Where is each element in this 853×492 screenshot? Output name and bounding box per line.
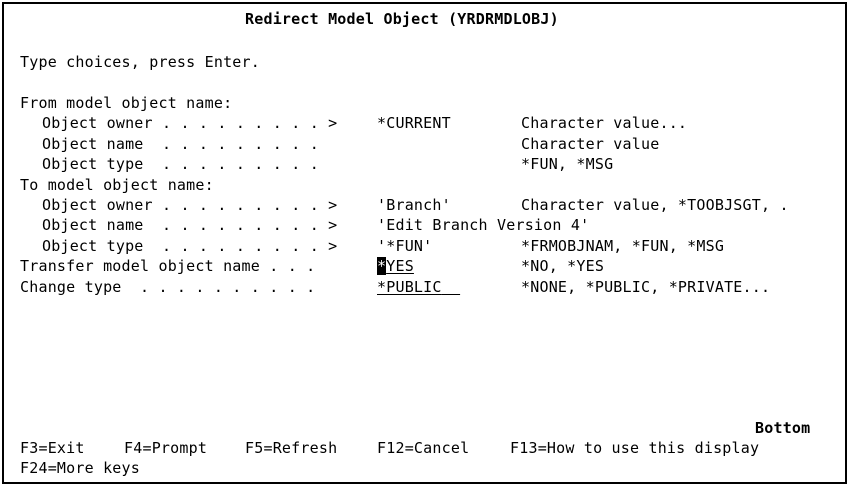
text-cursor: * [377,257,387,275]
change-type-label: Change type . . . . . . . . . . [20,278,316,296]
to-type-input[interactable]: '*FUN' [377,237,433,255]
from-name-label: Object name . . . . . . . . . [42,135,319,153]
f12-cancel-key[interactable]: F12=Cancel [377,439,470,457]
from-type-label: Object type . . . . . . . . . [42,155,319,173]
to-owner-label: Object owner . . . . . . . . . > [42,196,338,214]
change-type-value: *PUBLIC [377,278,442,296]
transfer-help: *NO, *YES [521,257,605,275]
from-owner-input[interactable]: *CURRENT [377,114,451,132]
from-section-header: From model object name: [20,94,233,112]
to-section-header: To model object name: [20,176,214,194]
transfer-value: YES [386,257,414,275]
from-type-input[interactable] [377,154,497,174]
change-type-input[interactable]: *PUBLIC [377,277,460,297]
to-owner-input[interactable]: 'Branch' [377,196,451,214]
terminal-window [2,2,847,484]
from-name-input[interactable] [377,134,497,154]
f13-help-key[interactable]: F13=How to use this display [510,439,760,457]
more-indicator: Bottom [755,419,811,437]
from-type-help: *FUN, *MSG [521,155,614,173]
from-name-help: Character value [521,135,660,153]
transfer-label: Transfer model object name . . . [20,257,316,275]
f3-exit-key[interactable]: F3=Exit [20,439,85,457]
instruction-text: Type choices, press Enter. [20,53,260,71]
from-owner-help: Character value... [521,114,688,132]
to-name-label: Object name . . . . . . . . . > [42,216,338,234]
from-owner-label: Object owner . . . . . . . . . > [42,114,338,132]
to-owner-help: Character value, *TOOBJSGT, . [521,196,789,214]
to-type-label: Object type . . . . . . . . . > [42,237,338,255]
f4-prompt-key[interactable]: F4=Prompt [124,439,208,457]
change-type-help: *NONE, *PUBLIC, *PRIVATE... [521,278,771,296]
f5-refresh-key[interactable]: F5=Refresh [245,439,338,457]
transfer-input[interactable]: *YES [377,256,414,276]
f24-more-keys[interactable]: F24=More keys [20,459,140,477]
screen-title: Redirect Model Object (YRDRMDLOBJ) [245,10,559,28]
to-name-input[interactable]: 'Edit Branch Version 4' [377,216,590,234]
to-type-help: *FRMOBJNAM, *FUN, *MSG [521,237,725,255]
